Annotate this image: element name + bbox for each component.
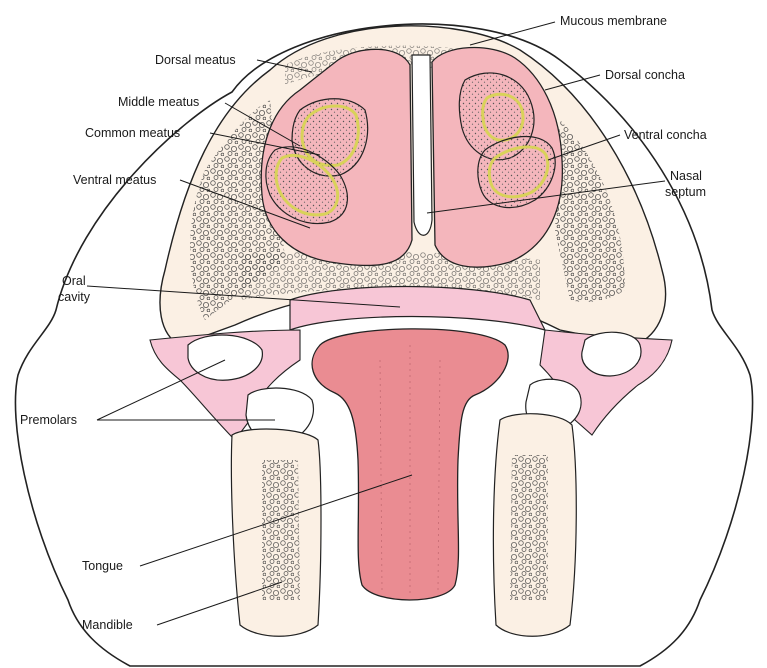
- label-mucous-membrane: Mucous membrane: [560, 14, 667, 28]
- label-premolars: Premolars: [20, 413, 77, 427]
- label-dorsal-concha: Dorsal concha: [605, 68, 685, 82]
- label-ventral-meatus: Ventral meatus: [73, 173, 156, 187]
- label-nasal-septum-line2: septum: [665, 185, 706, 199]
- label-oral-cavity-line1: Oral: [62, 274, 86, 288]
- mandible-left-spongy: [262, 460, 300, 600]
- label-dorsal-meatus: Dorsal meatus: [155, 53, 236, 67]
- nasal-septum: [412, 55, 432, 235]
- label-oral-cavity-line2: cavity: [58, 290, 91, 304]
- label-mandible: Mandible: [82, 618, 133, 632]
- label-ventral-concha: Ventral concha: [624, 128, 707, 142]
- label-middle-meatus: Middle meatus: [118, 95, 199, 109]
- mandible-right-spongy: [510, 455, 548, 600]
- label-common-meatus: Common meatus: [85, 126, 180, 140]
- label-tongue: Tongue: [82, 559, 123, 573]
- label-nasal-septum-line1: Nasal: [670, 169, 702, 183]
